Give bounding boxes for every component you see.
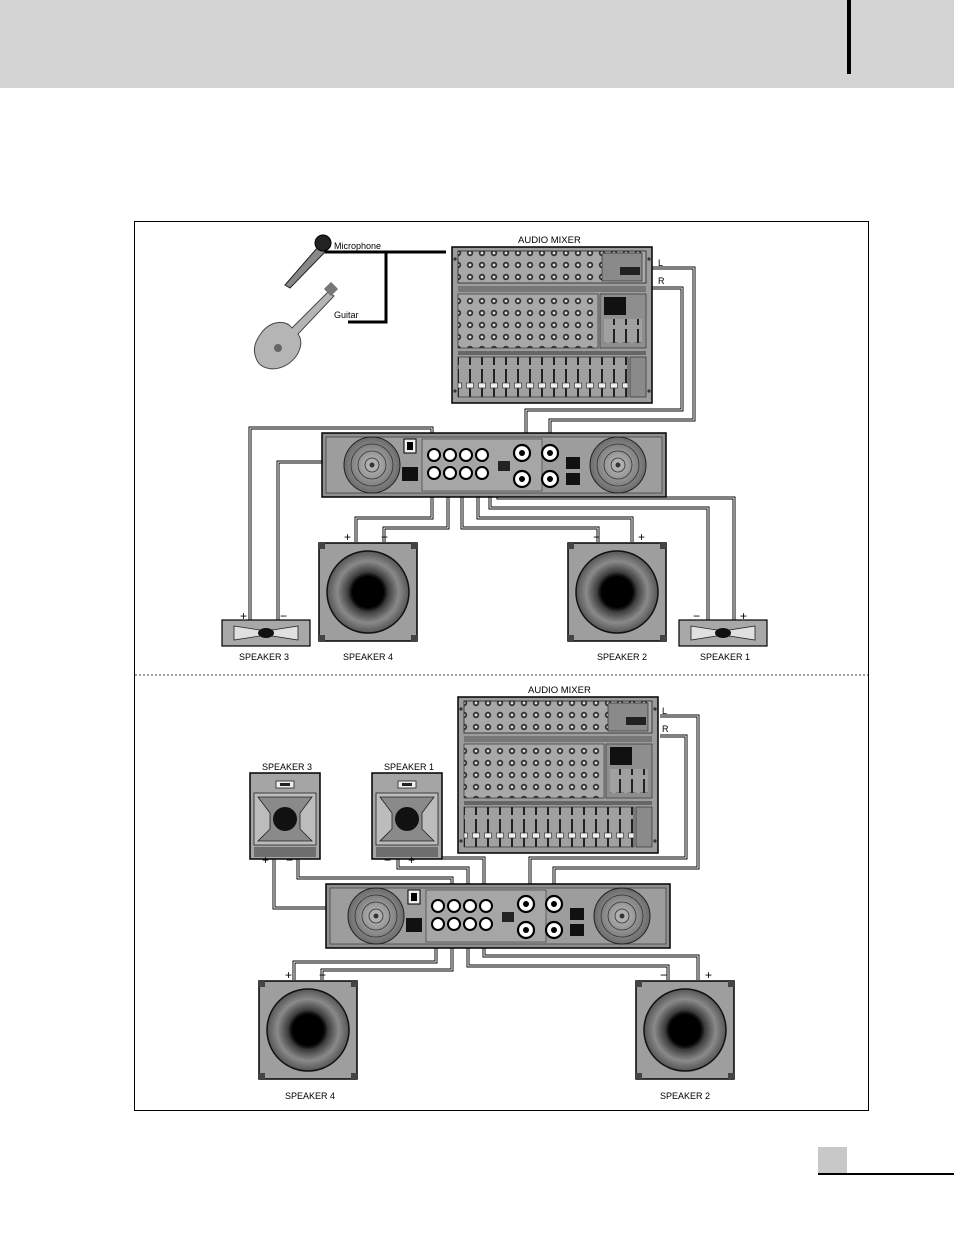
left-channel-label: L (662, 706, 667, 716)
speaker-3-label: SPEAKER 3 (262, 762, 312, 772)
speaker-1 (372, 773, 442, 859)
microphone-label: Microphone (334, 241, 381, 251)
left-channel-label: L (658, 258, 663, 268)
minus-sign: − (660, 968, 667, 982)
minus-sign: − (381, 530, 388, 544)
plus-sign: + (740, 609, 747, 623)
plus-sign: + (638, 530, 645, 544)
plus-sign: + (285, 968, 292, 982)
plus-sign: + (705, 968, 712, 982)
speaker-2 (636, 981, 734, 1079)
minus-sign: − (280, 609, 287, 623)
audio-mixer (458, 697, 658, 853)
speaker-4-label: SPEAKER 4 (285, 1091, 335, 1101)
plus-sign: + (408, 853, 415, 867)
power-amplifier (322, 433, 666, 497)
audio-mixer-label: AUDIO MIXER (518, 235, 581, 246)
audio-mixer-label: AUDIO MIXER (528, 685, 591, 696)
minus-sign: − (693, 609, 700, 623)
footer-rule (818, 1173, 954, 1175)
speaker-2 (568, 543, 666, 641)
top-section: Microphone Guitar AUDIO MIXER L R + − SP… (222, 235, 767, 662)
speaker-4 (259, 981, 357, 1079)
bottom-section: AUDIO MIXER L R SPEAKER 3 + − SPEAKER 1 … (250, 685, 734, 1101)
speaker-3-label: SPEAKER 3 (239, 652, 289, 662)
audio-mixer (452, 247, 652, 403)
speaker-4-label: SPEAKER 4 (343, 652, 393, 662)
minus-sign: − (384, 853, 391, 867)
speaker-2-label: SPEAKER 2 (660, 1091, 710, 1101)
speaker-2-label: SPEAKER 2 (597, 652, 647, 662)
speaker-3 (222, 620, 310, 646)
speaker-1 (679, 620, 767, 646)
power-amplifier (326, 884, 670, 948)
speaker-1-label: SPEAKER 1 (384, 762, 434, 772)
speaker-1-label: SPEAKER 1 (700, 652, 750, 662)
guitar-label: Guitar (334, 310, 359, 320)
plus-sign: + (344, 530, 351, 544)
microphone-icon (285, 235, 331, 288)
minus-sign: − (593, 530, 600, 544)
plus-sign: + (262, 853, 269, 867)
guitar-icon (254, 282, 338, 369)
minus-sign: − (319, 968, 326, 982)
page-number-box (818, 1147, 847, 1173)
right-channel-label: R (658, 276, 665, 286)
plus-sign: + (240, 609, 247, 623)
speaker-4 (319, 543, 417, 641)
right-channel-label: R (662, 724, 669, 734)
minus-sign: − (286, 853, 293, 867)
speaker-3 (250, 773, 320, 859)
